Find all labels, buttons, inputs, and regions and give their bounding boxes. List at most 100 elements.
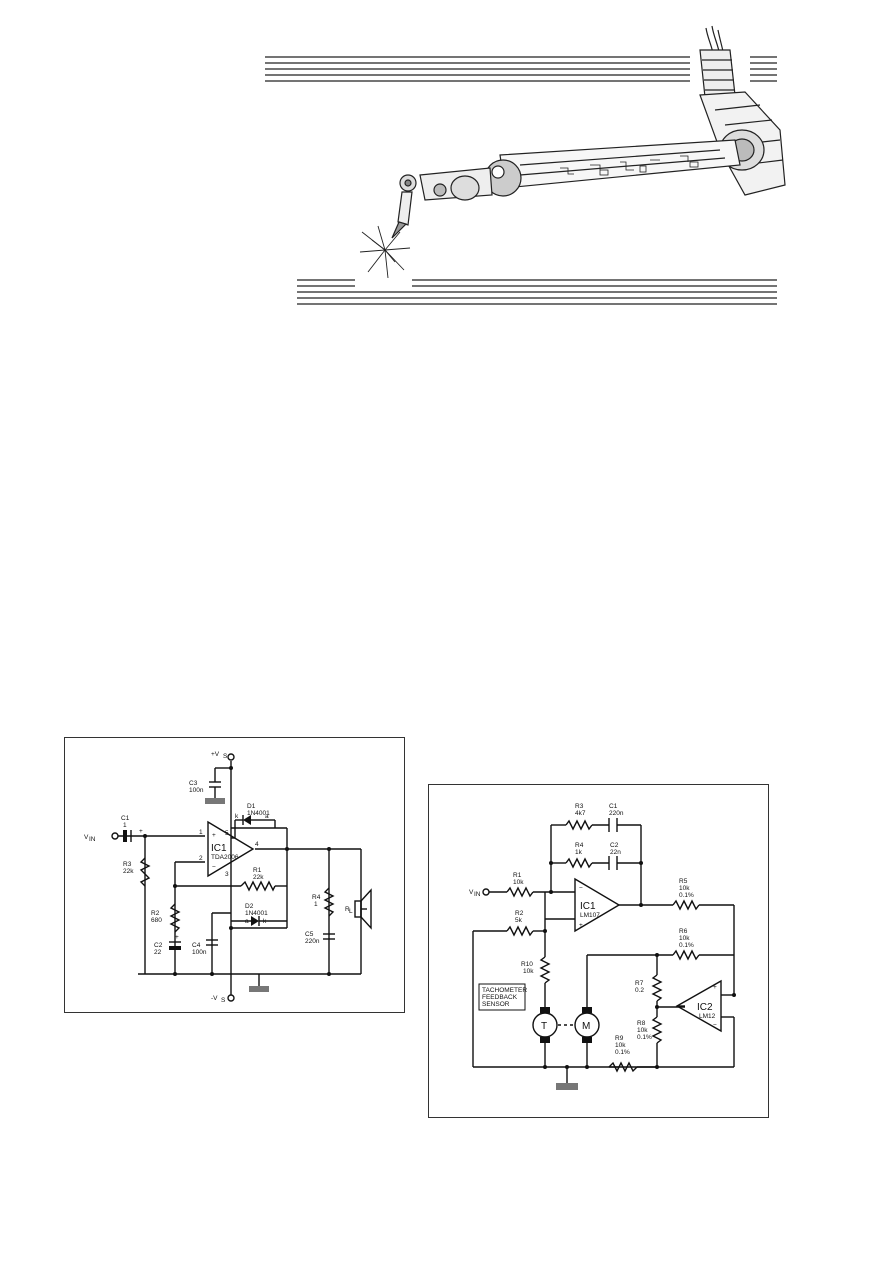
svg-text:k: k (235, 813, 239, 820)
svg-text:10k: 10k (615, 1042, 626, 1049)
svg-text:C5: C5 (305, 931, 314, 938)
svg-text:100n: 100n (192, 949, 207, 956)
svg-text:1N4001: 1N4001 (245, 910, 268, 917)
svg-text:R4: R4 (575, 842, 584, 849)
r8-resistor (651, 1016, 663, 1044)
ic2-label: IC2 (697, 1002, 713, 1013)
welding-spark (359, 225, 411, 279)
svg-text:−: − (579, 885, 583, 892)
fig1-wires (118, 761, 367, 995)
svg-text:+: + (175, 934, 179, 941)
r6-resistor (672, 949, 700, 961)
svg-text:C3: C3 (189, 780, 198, 787)
svg-text:5: 5 (225, 830, 229, 837)
svg-text:TDA2006: TDA2006 (211, 854, 239, 861)
svg-text:10k: 10k (637, 1027, 648, 1034)
fig2-wires (472, 824, 735, 1083)
vin-terminal (482, 888, 490, 896)
svg-text:a: a (245, 918, 249, 925)
amplifier-schematic-panel: +V S -V S V IN C1 1 + C3 100n D1 1N4001 … (64, 737, 405, 1013)
r9-resistor (608, 1061, 638, 1073)
svg-text:0.1%: 0.1% (637, 1034, 652, 1041)
svg-text:IN: IN (474, 891, 481, 898)
robot-arm-illustration (265, 25, 786, 305)
svg-text:100n: 100n (189, 787, 204, 794)
svg-text:L: L (349, 908, 353, 915)
svg-text:10k: 10k (523, 968, 534, 975)
svg-text:1: 1 (199, 829, 203, 836)
svg-text:0.1%: 0.1% (679, 892, 694, 899)
r1-resistor (240, 880, 276, 892)
svg-text:S: S (223, 753, 228, 760)
r5-resistor (672, 899, 700, 911)
servo-schematic: V IN R1 10k R2 5k R3 4k7 C1 220n R4 1k C… (469, 803, 736, 1090)
svg-text:4k7: 4k7 (575, 810, 586, 817)
svg-text:0.1%: 0.1% (615, 1049, 630, 1056)
svg-text:0.1%: 0.1% (679, 942, 694, 949)
svg-text:R7: R7 (635, 980, 644, 987)
svg-text:22: 22 (154, 949, 162, 956)
svg-text:LM107: LM107 (580, 912, 600, 919)
svg-text:1: 1 (314, 901, 318, 908)
svg-text:R4: R4 (312, 894, 321, 901)
c2-capacitor (169, 941, 181, 950)
svg-text:+: + (139, 828, 143, 835)
r2-resistor (506, 925, 534, 937)
r4-resistor (323, 887, 335, 917)
svg-text:R1: R1 (253, 867, 262, 874)
ground-symbol (556, 1083, 578, 1090)
svg-text:LM12: LM12 (699, 1013, 716, 1020)
tachometer-label: T (541, 1021, 547, 1032)
svg-text:10k: 10k (679, 935, 690, 942)
svg-text:R3: R3 (123, 861, 132, 868)
c3-capacitor (205, 781, 225, 804)
r4-resistor (565, 857, 593, 869)
svg-text:22k: 22k (253, 874, 264, 881)
svg-text:4: 4 (255, 841, 259, 848)
svg-text:SENSOR: SENSOR (482, 1001, 510, 1008)
vs-plus-terminal (227, 753, 235, 761)
top-staff-lines (265, 56, 777, 82)
svg-text:D1: D1 (247, 803, 256, 810)
svg-text:k: k (263, 918, 267, 925)
vin-terminal (111, 832, 119, 840)
c1-capacitor (123, 830, 132, 842)
svg-text:2: 2 (199, 855, 203, 862)
d2-diode (231, 916, 287, 926)
svg-text:R2: R2 (515, 910, 524, 917)
svg-text:R5: R5 (679, 878, 688, 885)
robot-arm (391, 25, 786, 239)
svg-text:S: S (221, 997, 226, 1004)
c5-capacitor (323, 933, 335, 940)
svg-text:R10: R10 (521, 961, 533, 968)
ic1-opamp (207, 820, 255, 878)
r7-resistor (651, 974, 663, 1002)
tachometer (532, 1007, 558, 1043)
svg-text:0.2: 0.2 (635, 987, 644, 994)
r2-resistor (169, 903, 181, 933)
svg-text:V: V (469, 889, 474, 896)
svg-text:R3: R3 (575, 803, 584, 810)
ic1-label: IC1 (211, 843, 227, 854)
svg-text:1N4001: 1N4001 (247, 810, 270, 817)
svg-text:TACHOMETER: TACHOMETER (482, 987, 527, 994)
svg-text:1k: 1k (575, 849, 583, 856)
svg-text:D2: D2 (245, 903, 254, 910)
r1-resistor (506, 886, 534, 898)
svg-text:R8: R8 (637, 1020, 646, 1027)
svg-text:220n: 220n (305, 938, 320, 945)
svg-text:22k: 22k (123, 868, 134, 875)
svg-text:−: − (713, 1022, 717, 1029)
svg-text:5k: 5k (515, 917, 523, 924)
svg-text:+: + (713, 984, 717, 991)
vs-minus-terminal (227, 994, 235, 1002)
svg-text:220n: 220n (609, 810, 624, 817)
ic1-label: IC1 (580, 901, 596, 912)
r3-resistor (139, 857, 151, 887)
ground-symbol (249, 974, 269, 992)
ic1-opamp (574, 877, 621, 933)
svg-text:C1: C1 (609, 803, 618, 810)
svg-text:IN: IN (89, 836, 96, 843)
svg-text:3: 3 (225, 871, 229, 878)
svg-text:R: R (345, 906, 350, 913)
